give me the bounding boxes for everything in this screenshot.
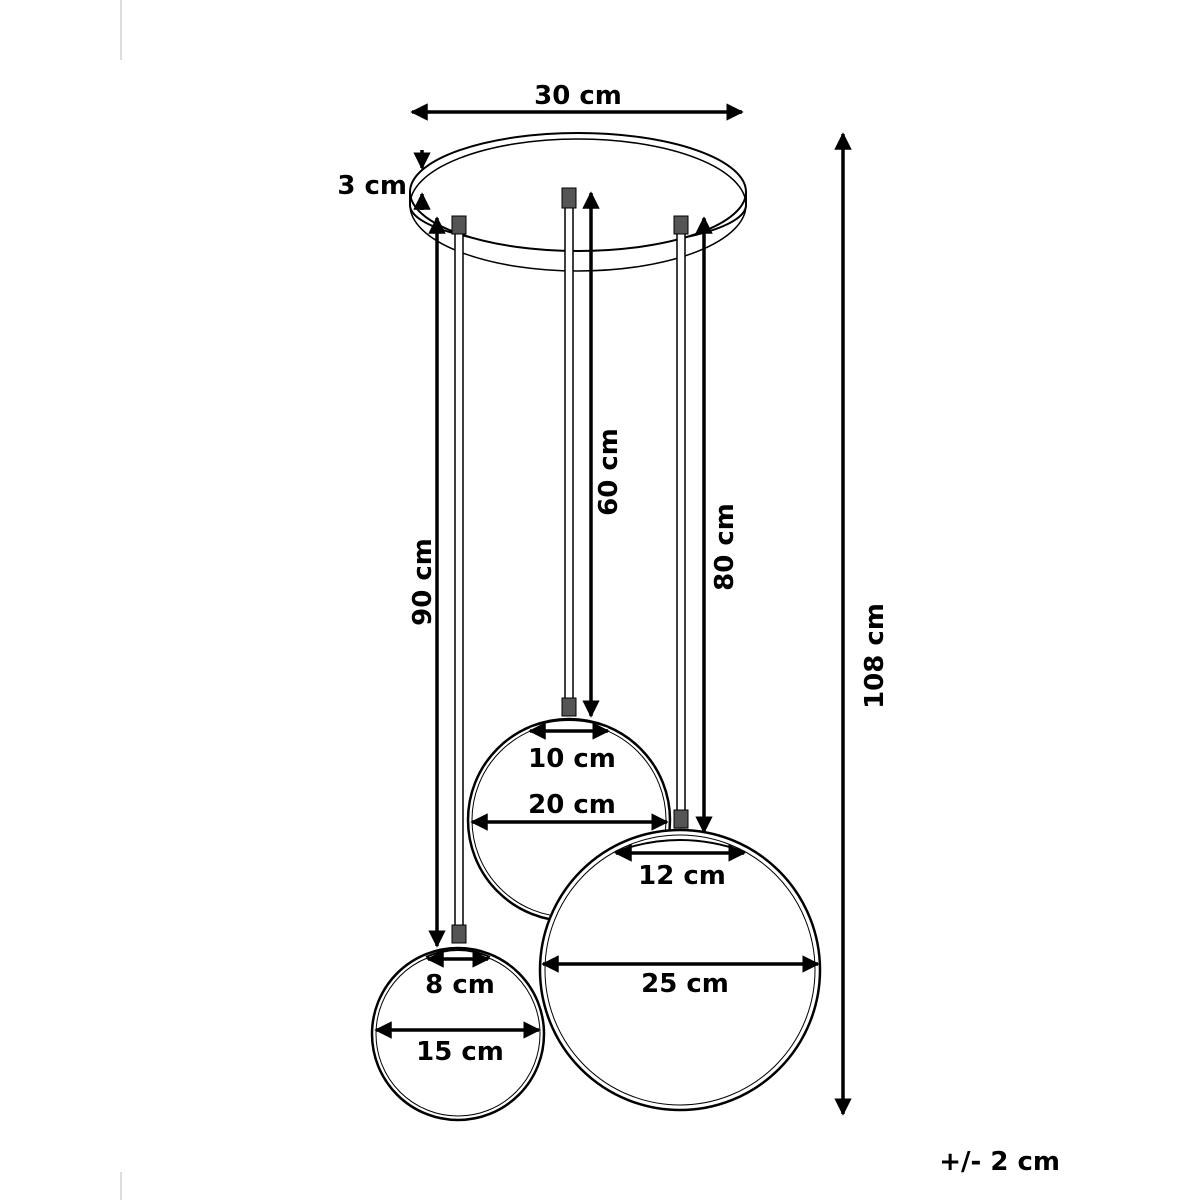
small-diameter-label: 15 cm — [416, 1037, 504, 1067]
medium-opening-label: 10 cm — [528, 744, 616, 774]
cord-left-label: 90 cm — [408, 538, 438, 626]
tolerance-note: +/- 2 cm — [939, 1147, 1060, 1177]
large-opening-label: 12 cm — [638, 861, 726, 891]
cord-connectors — [451, 187, 689, 944]
canopy-height-label: 3 cm — [337, 171, 407, 201]
ceiling-canopy — [409, 132, 747, 272]
cord-right-label: 80 cm — [710, 503, 740, 591]
cord-left — [454, 229, 464, 931]
large-diameter-label: 25 cm — [641, 969, 729, 999]
canopy-width-label: 30 cm — [534, 81, 622, 111]
small-opening-label: 8 cm — [425, 970, 495, 1000]
cord-right — [676, 229, 686, 816]
total-height-label: 108 cm — [860, 603, 890, 709]
medium-diameter-label: 20 cm — [528, 790, 616, 820]
cord-middle — [564, 204, 574, 706]
cord-middle-label: 60 cm — [594, 428, 624, 516]
